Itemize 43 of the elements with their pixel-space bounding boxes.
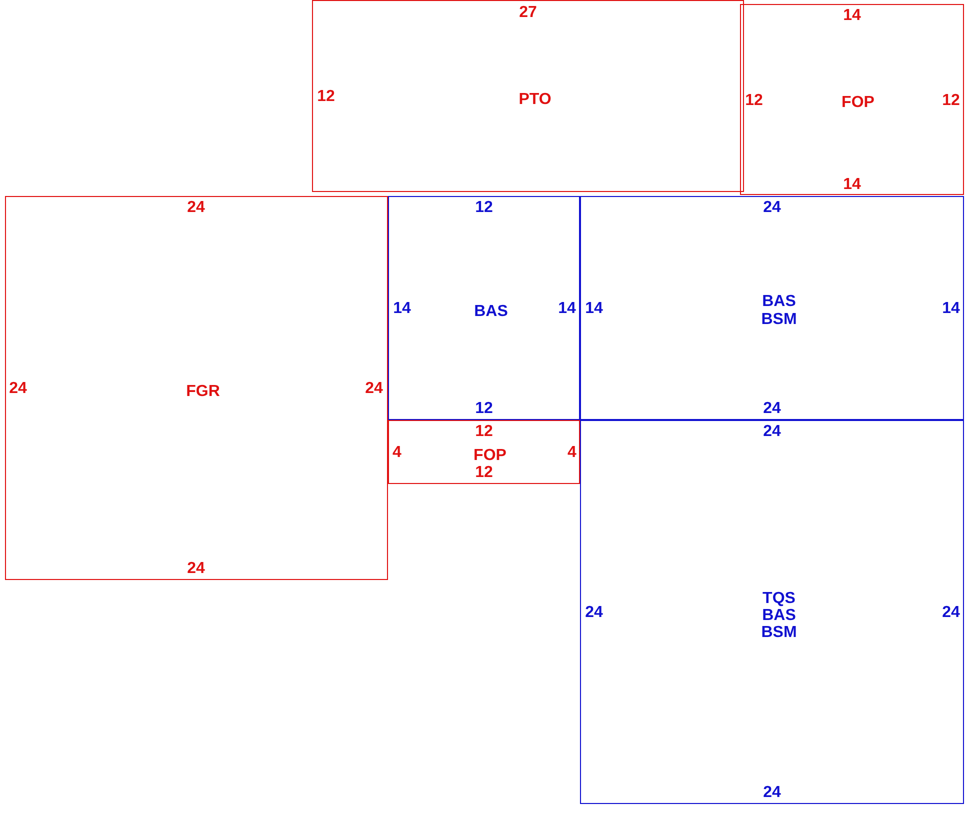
room-outline bbox=[388, 420, 580, 484]
dimension-label: 24 bbox=[187, 560, 205, 578]
dimension-label: 14 bbox=[942, 300, 960, 318]
dimension-label: 14 bbox=[558, 300, 576, 318]
dimension-label: 12 bbox=[475, 464, 493, 482]
room-label: TQS bbox=[762, 590, 796, 608]
dimension-label: 14 bbox=[843, 176, 861, 194]
room-outline bbox=[388, 196, 580, 420]
room-label: FGR bbox=[186, 383, 220, 401]
room-label: BAS bbox=[474, 303, 508, 321]
room-outline bbox=[580, 420, 964, 804]
dimension-label: 4 bbox=[392, 444, 402, 462]
room-outline bbox=[740, 4, 964, 195]
room-label: FOP bbox=[474, 447, 506, 465]
dimension-label: 24 bbox=[763, 784, 781, 802]
dimension-label: 4 bbox=[568, 444, 576, 462]
dimension-label: 24 bbox=[9, 380, 27, 398]
dimension-label: 12 bbox=[317, 88, 335, 106]
dimension-label: 27 bbox=[519, 4, 537, 22]
dimension-label: 12 bbox=[475, 423, 493, 441]
room-outline bbox=[580, 196, 964, 420]
dimension-label: 14 bbox=[585, 300, 603, 318]
dimension-label: 24 bbox=[763, 199, 781, 217]
dimension-label: 24 bbox=[365, 380, 383, 398]
dimension-label: 12 bbox=[475, 400, 493, 418]
room-label: FOP bbox=[842, 94, 874, 112]
dimension-label: 24 bbox=[763, 400, 781, 418]
dimension-label: 24 bbox=[942, 604, 960, 622]
room-label: BAS bbox=[762, 293, 796, 311]
dimension-label: 14 bbox=[393, 300, 411, 318]
dimension-label: 14 bbox=[843, 7, 861, 25]
room-label: BSM bbox=[761, 624, 797, 642]
room-outline bbox=[5, 196, 388, 580]
room-label: BAS bbox=[762, 607, 796, 625]
dimension-label: 12 bbox=[745, 92, 763, 110]
dimension-label: 24 bbox=[763, 423, 781, 441]
dimension-label: 12 bbox=[475, 199, 493, 217]
dimension-label: 24 bbox=[187, 199, 205, 217]
dimension-label: 24 bbox=[585, 604, 603, 622]
room-outline bbox=[312, 0, 744, 192]
room-label: BSM bbox=[761, 311, 797, 329]
room-label: PTO bbox=[518, 91, 552, 109]
dimension-label: 12 bbox=[942, 92, 960, 110]
